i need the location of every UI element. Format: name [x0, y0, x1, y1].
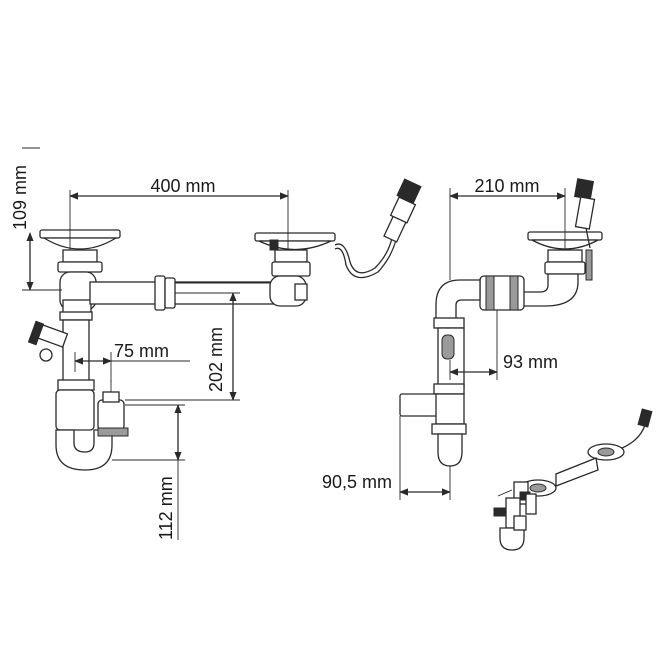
- dimension-112mm: 112 mm: [112, 404, 185, 540]
- left-strainer: [39, 229, 121, 273]
- dimension-210mm-label: 210 mm: [474, 176, 539, 196]
- dimension-202mm: 202 mm: [125, 292, 240, 401]
- overflow-connector: [27, 320, 69, 362]
- overflow-hose: [334, 178, 422, 279]
- right-strainer: [254, 232, 336, 307]
- dimension-93mm-label: 93 mm: [503, 352, 558, 372]
- dimension-400mm-label: 400 mm: [150, 176, 215, 196]
- dimension-75mm: 75 mm: [74, 341, 190, 382]
- side-curved-pipe: [435, 273, 579, 321]
- dimension-109mm-label: 109 mm: [10, 165, 30, 230]
- dimension-202mm-label: 202 mm: [206, 327, 226, 392]
- isometric-siphon-preview: [493, 408, 653, 551]
- dimension-90-5mm-label: 90,5 mm: [322, 472, 392, 492]
- dimension-93mm: 93 mm: [449, 310, 558, 380]
- dimension-109mm: 109 mm: [10, 147, 62, 291]
- side-vertical-body: [399, 317, 467, 467]
- dimension-112mm-label: 112 mm: [156, 476, 176, 540]
- dimension-75mm-label: 75 mm: [114, 341, 169, 361]
- side-view-siphon: 210 mm 93 mm 90,5 mm: [322, 176, 603, 500]
- dimension-210mm: 210 mm: [449, 176, 566, 280]
- dimension-90-5mm: 90,5 mm: [322, 416, 451, 500]
- siphon-trap: [55, 380, 129, 471]
- front-view-siphon: 109 mm 400 mm 75 mm 202 mm: [10, 147, 422, 540]
- dimension-400mm: 400 mm: [69, 176, 289, 250]
